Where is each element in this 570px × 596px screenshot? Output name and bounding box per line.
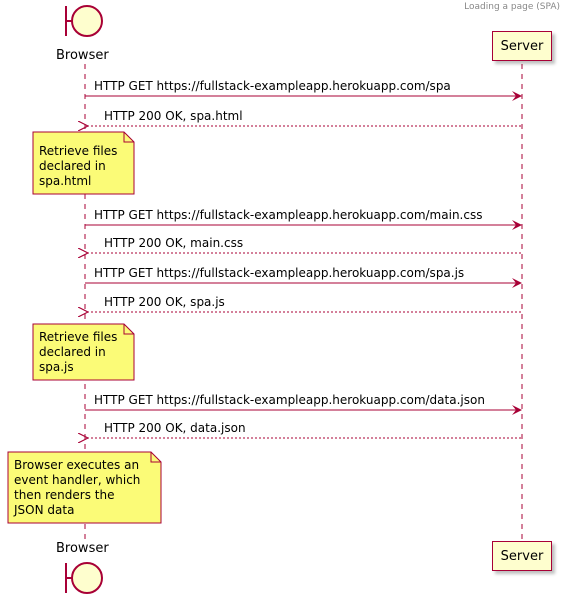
participant-browser-bottom: Browser: [56, 541, 109, 556]
note-text: Browser executes an event handler, which…: [14, 458, 141, 517]
message-label: HTTP 200 OK, spa.js: [104, 295, 225, 309]
message-label: HTTP GET https://fullstack-exampleapp.he…: [94, 208, 483, 222]
message-label: HTTP 200 OK, main.css: [104, 236, 244, 250]
note-shape: [32, 323, 135, 381]
message-label: HTTP GET https://fullstack-exampleapp.he…: [94, 393, 485, 407]
boundary-icon: [65, 5, 103, 37]
diagram-caption: Loading a page (SPA): [464, 2, 560, 12]
boundary-icon: [65, 562, 103, 594]
message-label: HTTP 200 OK, data.json: [104, 421, 246, 435]
note-text: Retrieve files declared in spa.js: [39, 330, 118, 374]
message-label: HTTP GET https://fullstack-exampleapp.he…: [94, 79, 451, 93]
participant-browser-top: Browser: [56, 48, 109, 63]
participant-server-top: Server: [492, 31, 552, 61]
note-text: Retrieve files declared in spa.html: [39, 144, 118, 188]
note-shape: [7, 451, 162, 524]
participant-server-bottom: Server: [492, 541, 552, 571]
note-shape: [32, 131, 135, 195]
message-label: HTTP GET https://fullstack-exampleapp.he…: [94, 266, 465, 280]
message-label: HTTP 200 OK, spa.html: [104, 109, 243, 123]
